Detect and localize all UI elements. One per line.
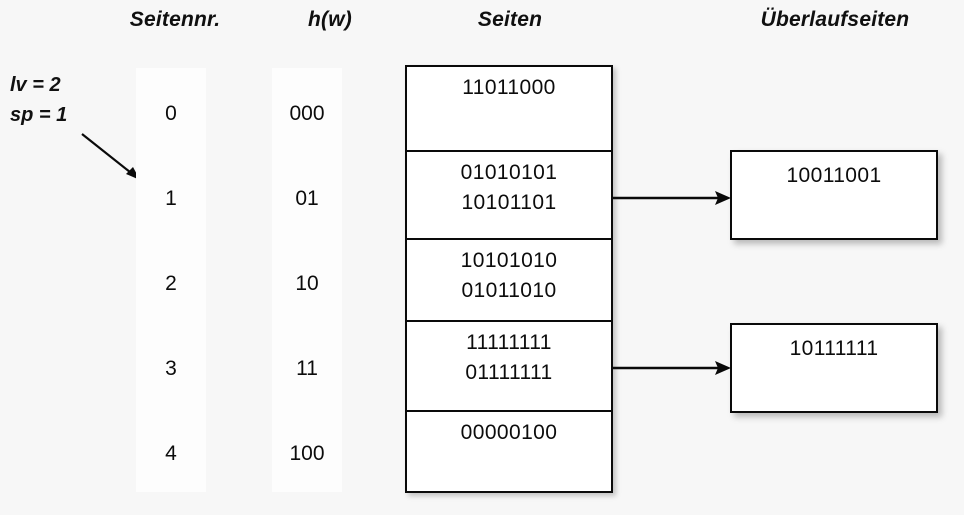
record: 01111111 bbox=[465, 361, 553, 384]
overflow-page-1: 10011001 bbox=[730, 150, 938, 240]
record: 10101010 bbox=[460, 249, 558, 272]
parameter-block: lv = 2 sp = 1 bbox=[10, 70, 67, 130]
pages-container: 11011000 01010101 10101101 10101010 0101… bbox=[405, 65, 613, 493]
overflow-page-2: 10111111 bbox=[730, 323, 938, 413]
record: 10101101 bbox=[461, 191, 557, 214]
record: 11111111 bbox=[466, 331, 552, 354]
seitennr-cell-0: 0 bbox=[165, 102, 177, 125]
column-header-seiten: Seiten bbox=[477, 8, 543, 31]
record: 01011010 bbox=[461, 279, 557, 302]
seitennr-cell-1: 1 bbox=[165, 187, 177, 210]
column-strip-hw bbox=[272, 68, 342, 492]
column-header-ueberlaufseiten: Überlaufseiten bbox=[760, 8, 910, 31]
page-row-2: 10101010 01011010 bbox=[407, 240, 611, 322]
seitennr-cell-3: 3 bbox=[165, 357, 177, 380]
parameter-lv: lv = 2 bbox=[10, 74, 61, 96]
record: 00000100 bbox=[460, 421, 558, 444]
seitennr-cell-4: 4 bbox=[165, 442, 177, 465]
record: 01010101 bbox=[460, 161, 558, 184]
record: 11011000 bbox=[462, 76, 556, 99]
hw-cell-0: 000 bbox=[289, 102, 325, 125]
hw-cell-4: 100 bbox=[289, 442, 325, 465]
page-row-3: 11111111 01111111 bbox=[407, 322, 611, 412]
record: 10111111 bbox=[789, 337, 879, 360]
hw-cell-1: 01 bbox=[295, 187, 319, 210]
record: 10011001 bbox=[786, 164, 882, 187]
right-arrow-icon bbox=[611, 361, 731, 375]
page-row-1: 01010101 10101101 bbox=[407, 152, 611, 240]
parameter-sp: sp = 1 bbox=[10, 104, 68, 126]
page-row-0: 11011000 bbox=[407, 67, 611, 152]
hw-cell-2: 10 bbox=[295, 272, 319, 295]
column-strip-seitennr bbox=[136, 68, 206, 492]
right-arrow-icon bbox=[611, 191, 731, 205]
column-header-hw: h(w) bbox=[308, 8, 352, 31]
hw-cell-3: 11 bbox=[296, 357, 318, 380]
seitennr-cell-2: 2 bbox=[165, 272, 177, 295]
column-header-seitennr: Seitennr. bbox=[129, 8, 221, 31]
page-row-4: 00000100 bbox=[407, 412, 611, 490]
